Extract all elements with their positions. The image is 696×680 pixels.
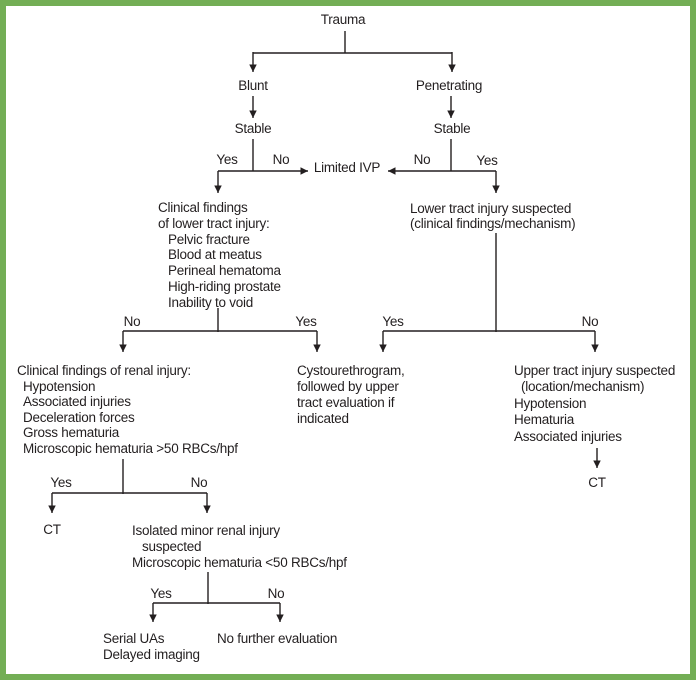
node-cystourethrogram: Cystourethrogram, followed by upper trac…	[297, 363, 405, 427]
text-line: Clinical findings	[158, 200, 248, 215]
branch-label-upper-no: No	[581, 314, 599, 329]
branch-label-lower-yes: Yes	[295, 314, 317, 329]
node-ct-upper: CT	[588, 475, 606, 490]
text-line: followed by upper	[297, 379, 399, 394]
node-trauma: Trauma	[320, 12, 366, 27]
text-line: Isolated minor renal injury	[132, 523, 280, 538]
text-line: Upper tract injury suspected	[514, 363, 676, 378]
list-item: Hematuria	[514, 412, 575, 428]
text-line: Serial UAs	[103, 631, 165, 646]
branch-label-minor-yes: Yes	[150, 586, 172, 601]
node-serial-uas: Serial UAs Delayed imaging	[103, 631, 200, 662]
node-no-further-evaluation: No further evaluation	[217, 631, 338, 646]
node-ct-renal: CT	[43, 522, 61, 537]
text-line: Delayed imaging	[103, 646, 200, 662]
branch-label-blunt-no: No	[272, 152, 290, 167]
node-isolated-minor-injury: Isolated minor renal injury suspected Mi…	[132, 523, 347, 571]
branch-label-blunt-yes: Yes	[216, 152, 238, 167]
text-line: (location/mechanism)	[521, 379, 645, 395]
text-line: indicated	[297, 411, 349, 426]
text-line: Microscopic hematuria <50 RBCs/hpf	[132, 555, 347, 570]
node-blunt: Blunt	[238, 78, 268, 93]
branch-label-upper-yes: Yes	[382, 314, 404, 329]
text-line: (clinical findings/mechanism)	[410, 216, 576, 231]
list-item: Associated injuries	[23, 394, 131, 410]
list-item: Perineal hematoma	[168, 263, 281, 279]
list-item: Pelvic fracture	[168, 231, 250, 247]
node-stable-pen: Stable	[433, 121, 471, 136]
node-upper-tract-suspected: Upper tract injury suspected (location/m…	[514, 363, 675, 445]
list-item: Deceleration forces	[23, 409, 135, 425]
branch-label-pen-yes: Yes	[476, 153, 498, 168]
node-stable-blunt: Stable	[234, 121, 272, 136]
list-item: Blood at meatus	[168, 247, 262, 263]
list-item: Microscopic hematuria >50 RBCs/hpf	[23, 440, 238, 456]
list-item: High-riding prostate	[168, 278, 281, 294]
text-line: suspected	[142, 539, 202, 554]
branch-label-lower-no: No	[123, 314, 141, 329]
text-line: Cystourethrogram,	[297, 363, 405, 378]
node-limited-ivp: Limited IVP	[313, 160, 381, 175]
list-item: Inability to void	[168, 294, 254, 310]
list-item: Hypotension	[23, 378, 96, 394]
list-item: Gross hematuria	[23, 425, 120, 441]
branch-label-renal-yes: Yes	[50, 475, 72, 490]
node-lower-tract-findings: Clinical findings of lower tract injury:…	[158, 200, 281, 311]
list-item: Associated injuries	[514, 428, 622, 444]
text-line: of lower tract injury:	[158, 215, 270, 231]
text-line: Clinical findings of renal injury:	[17, 363, 191, 378]
node-penetrating: Penetrating	[415, 78, 483, 93]
node-lower-tract-suspected: Lower tract injury suspected (clinical f…	[410, 201, 576, 231]
text-line: tract evaluation if	[297, 395, 395, 410]
list-item: Hypotension	[514, 395, 587, 411]
node-renal-findings: Clinical findings of renal injury: Hypot…	[17, 363, 238, 457]
branch-label-pen-no: No	[413, 152, 431, 167]
branch-label-renal-no: No	[190, 475, 208, 490]
branch-label-minor-no: No	[267, 586, 285, 601]
text-line: Lower tract injury suspected	[410, 201, 572, 216]
